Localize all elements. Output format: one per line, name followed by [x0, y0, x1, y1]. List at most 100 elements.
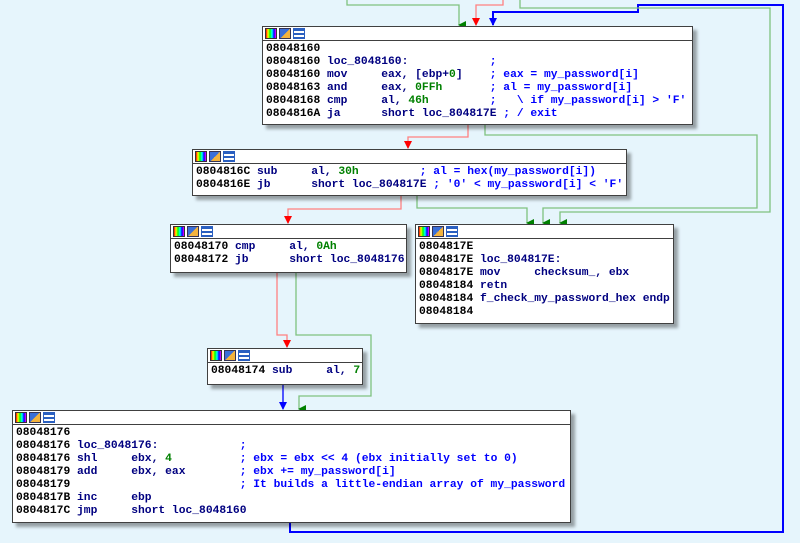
graph-icon[interactable]: [223, 151, 235, 162]
edit-icon[interactable]: [209, 151, 221, 162]
comment: ; al = my_password[i]: [489, 82, 633, 94]
code-line[interactable]: 0804816C sub al, 30h ; al = hex(my_passw…: [196, 166, 623, 179]
code-line[interactable]: 08048160 mov eax, [ebp+0] ; eax = my_pas…: [266, 69, 689, 82]
edit-icon[interactable]: [432, 226, 444, 237]
code-line[interactable]: 08048163 and eax, 0FFh ; al = my_passwor…: [266, 82, 689, 95]
instruction: mov checksum_, ebx: [473, 267, 630, 279]
instruction: ]: [455, 69, 490, 81]
block-header: [263, 27, 692, 41]
code-block-loc_8048174[interactable]: 08048174 sub al, 7: [207, 348, 363, 385]
instruction: loc_804817E:: [473, 254, 562, 266]
address: 0804816E: [196, 179, 251, 191]
instruction: and eax,: [320, 82, 416, 94]
instruction: [359, 166, 420, 178]
address: 08048163: [266, 82, 321, 94]
color-palette-icon[interactable]: [418, 226, 430, 237]
edge-red: [404, 124, 469, 149]
address: 0804816A: [266, 108, 321, 120]
address: 0804817E: [419, 267, 474, 279]
graph-icon[interactable]: [43, 412, 55, 423]
code-line[interactable]: 0804816A ja short loc_804817E ; / exit: [266, 108, 689, 121]
block-code: 0804816C sub al, 30h ; al = hex(my_passw…: [193, 164, 626, 194]
comment: ; eax = my_password[i]: [489, 69, 639, 81]
code-line[interactable]: 08048170 cmp al, 0Ah: [174, 241, 403, 254]
comment: ;: [489, 56, 497, 68]
address: 0804817E: [419, 254, 474, 266]
code-line[interactable]: 0804817E: [419, 241, 670, 254]
comment: ;: [239, 440, 247, 452]
number-operand: 30h: [338, 166, 359, 178]
address: 08048170: [174, 241, 229, 253]
instruction: [70, 479, 239, 491]
instruction: jmp short loc_8048160: [70, 505, 247, 517]
edge-green: [295, 272, 372, 413]
code-line[interactable]: 08048184: [419, 306, 670, 319]
color-palette-icon[interactable]: [210, 350, 222, 361]
comment: ; ebx = ebx << 4 (ebx initially set to 0…: [239, 453, 518, 465]
code-line[interactable]: 08048160 loc_8048160: ;: [266, 56, 689, 69]
address: 0804817C: [16, 505, 71, 517]
code-line[interactable]: 0804817E loc_804817E:: [419, 254, 670, 267]
instruction: [172, 453, 240, 465]
comment: ; al = hex(my_password[i]): [419, 166, 596, 178]
block-header: [208, 349, 362, 363]
code-line[interactable]: 08048179 ; It builds a little-endian arr…: [16, 479, 567, 492]
number-operand: 0FFh: [415, 82, 443, 94]
code-line[interactable]: 08048184 retn: [419, 280, 670, 293]
code-line[interactable]: 08048168 cmp al, 46h ; \ if my_password[…: [266, 95, 689, 108]
instruction: ja short loc_804817E: [320, 108, 504, 120]
block-header: [416, 225, 673, 239]
color-palette-icon[interactable]: [173, 226, 185, 237]
block-header: [13, 411, 570, 425]
code-line[interactable]: 0804817C jmp short loc_8048160: [16, 505, 567, 518]
address: 08048184: [419, 293, 474, 305]
code-block-loc_804816C[interactable]: 0804816C sub al, 30h ; al = hex(my_passw…: [192, 149, 627, 196]
color-palette-icon[interactable]: [195, 151, 207, 162]
code-line[interactable]: 08048176 loc_8048176: ;: [16, 440, 567, 453]
address: 08048179: [16, 466, 71, 478]
edge-green: [416, 195, 534, 227]
color-palette-icon[interactable]: [15, 412, 27, 423]
code-line[interactable]: 08048179 add ebx, eax ; ebx += my_passwo…: [16, 466, 567, 479]
code-line[interactable]: 08048176: [16, 427, 567, 440]
edge-green: [484, 124, 758, 227]
edit-icon[interactable]: [187, 226, 199, 237]
instruction: add ebx, eax: [70, 466, 240, 478]
graph-icon[interactable]: [293, 28, 305, 39]
edit-icon[interactable]: [29, 412, 41, 423]
instruction: cmp al,: [228, 241, 317, 253]
code-line[interactable]: 0804817E mov checksum_, ebx: [419, 267, 670, 280]
graph-icon[interactable]: [201, 226, 213, 237]
graph-icon[interactable]: [238, 350, 250, 361]
instruction: cmp al,: [320, 95, 409, 107]
instruction: inc ebp: [70, 492, 152, 504]
address: 0804816C: [196, 166, 251, 178]
code-line[interactable]: 0804816E jb short loc_804817E ; '0' < my…: [196, 179, 623, 192]
code-line[interactable]: 08048176 shl ebx, 4 ; ebx = ebx << 4 (eb…: [16, 453, 567, 466]
number-operand: 4: [165, 453, 172, 465]
edge-red: [472, 0, 504, 26]
edit-icon[interactable]: [279, 28, 291, 39]
edit-icon[interactable]: [224, 350, 236, 361]
code-line[interactable]: 08048174 sub al, 7: [211, 365, 360, 378]
code-line[interactable]: 08048160: [266, 43, 689, 56]
address: 08048172: [174, 254, 229, 266]
code-line[interactable]: 0804817B inc ebp: [16, 492, 567, 505]
color-palette-icon[interactable]: [265, 28, 277, 39]
address: 08048179: [16, 479, 71, 491]
graph-icon[interactable]: [446, 226, 458, 237]
instruction: jb short loc_804817E: [250, 179, 434, 191]
code-line[interactable]: 08048184 f_check_my_password_hex endp: [419, 293, 670, 306]
block-code: 08048174 sub al, 7: [208, 363, 362, 380]
instruction: jb short loc_8048176: [228, 254, 405, 266]
code-line[interactable]: 08048172 jb short loc_8048176: [174, 254, 405, 267]
edge-red: [284, 195, 402, 224]
address: 0804817B: [16, 492, 71, 504]
